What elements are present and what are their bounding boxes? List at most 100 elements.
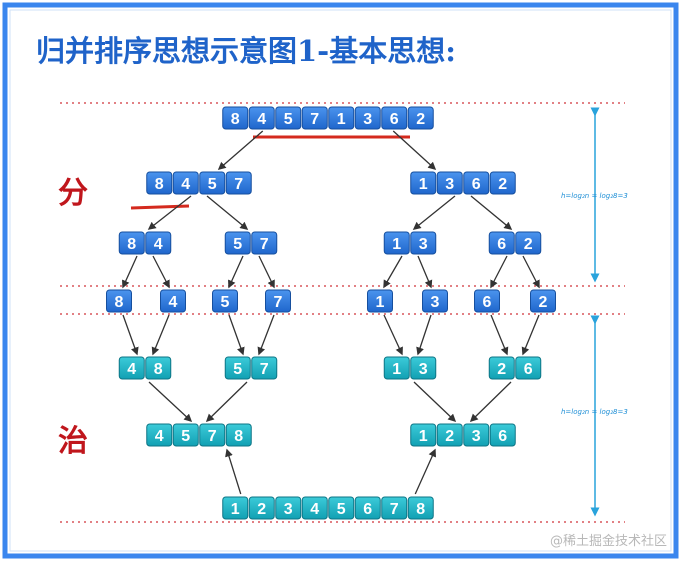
number-value: 4 [257,111,266,128]
number-cell [212,289,238,313]
flow-arrow [257,314,275,356]
flow-arrow [416,314,432,356]
number-cell [489,171,516,195]
number-value: 4 [155,428,164,445]
number-value: 6 [390,111,399,128]
number-cell [145,231,172,255]
number-cell [251,231,278,255]
arrows [122,130,540,495]
array-r3-group-3: 7 [265,289,291,313]
flow-arrow [490,314,509,356]
flow-arrow [228,255,244,289]
number-value: 3 [445,176,454,193]
number-cell [410,423,437,447]
flow-arrow [469,381,512,423]
number-cell [224,231,251,255]
number-cell [463,423,490,447]
flow-arrow [228,314,245,356]
number-cell [301,496,328,520]
number-value: 8 [115,294,124,311]
number-value: 2 [445,428,454,445]
array-r3-group-1: 4 [160,289,186,313]
number-value: 8 [416,501,425,518]
number-value: 3 [472,428,481,445]
array-r3-group-2: 5 [212,289,238,313]
number-value: 2 [524,236,533,253]
number-value: 1 [376,294,385,311]
number-cell [146,171,173,195]
number-cell [515,231,542,255]
flow-arrow [258,255,275,289]
number-value: 3 [363,111,372,128]
number-value: 3 [419,236,428,253]
flow-arrow [225,448,242,495]
number-cell [488,231,515,255]
number-cell [118,356,145,380]
number-cell [530,289,556,313]
number-cell [118,231,145,255]
number-cell [199,423,226,447]
number-cell [106,289,132,313]
flow-arrow [392,130,437,171]
flow-arrow [151,314,170,356]
flow-arrow [417,255,433,289]
number-cell [410,171,437,195]
number-cell [145,356,172,380]
divide-label: 分 [58,176,88,211]
number-value: 1 [419,176,428,193]
number-value: 4 [169,294,178,311]
number-cell [248,496,275,520]
number-cell [222,496,249,520]
flow-arrow [206,195,249,230]
number-value: 5 [233,361,242,378]
number-cell [248,106,275,130]
number-cell [354,106,381,130]
number-cell [489,423,516,447]
flow-arrow [383,314,403,356]
number-value: 4 [154,236,163,253]
number-value: 2 [498,176,507,193]
number-value: 4 [127,361,136,378]
number-value: 7 [390,501,399,518]
number-value: 7 [260,236,269,253]
flow-arrow [490,255,508,289]
red-underline-left [130,204,190,210]
flow-arrow [122,255,138,289]
number-value: 8 [127,236,136,253]
number-cell [436,171,463,195]
number-value: 2 [539,294,548,311]
number-cell [225,423,252,447]
flow-arrow [521,314,540,356]
number-cell [146,423,173,447]
number-value: 8 [234,428,243,445]
number-value: 5 [181,428,190,445]
number-cell [410,231,437,255]
number-cell [474,289,500,313]
number-value: 3 [284,501,293,518]
array-r3-group-5: 3 [422,289,448,313]
number-cell [381,496,408,520]
number-value: 6 [498,428,507,445]
number-cell [422,289,448,313]
number-cell [160,289,186,313]
number-cell [251,356,278,380]
number-value: 3 [431,294,440,311]
flow-arrow [148,381,193,423]
number-value: 7 [234,176,243,193]
number-cell [275,496,302,520]
number-cell [488,356,515,380]
number-value: 1 [231,501,240,518]
number-cell [222,106,249,130]
watermark: @稀土掘金技术社区 [549,534,667,549]
number-cell [463,171,490,195]
number-value: 1 [337,111,346,128]
number-cell [301,106,328,130]
